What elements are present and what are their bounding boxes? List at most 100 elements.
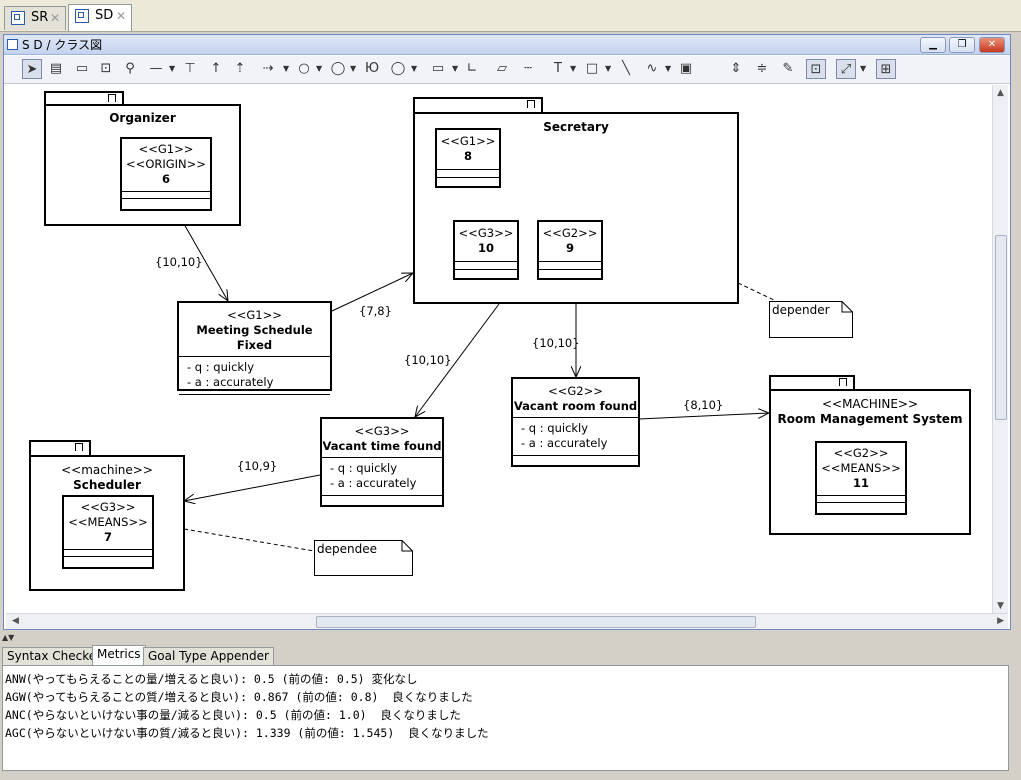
rectangle-tool-icon[interactable]: □ (585, 61, 599, 76)
dropdown-arrow-icon[interactable]: ▼ (665, 64, 672, 73)
dropdown-arrow-icon[interactable]: ▼ (860, 64, 867, 73)
class-meeting-schedule-fixed[interactable]: <<G1>> Meeting Schedule Fixed - q : quic… (177, 301, 332, 395)
class-stereotype: <<G1>> (138, 142, 194, 156)
package-icon (75, 443, 83, 451)
edge-vtf-scheduler[interactable] (184, 474, 321, 501)
tab-syntax-checker[interactable]: Syntax Checker (2, 647, 107, 666)
scroll-right-icon[interactable]: ▶ (997, 616, 1004, 626)
scroll-left-icon[interactable]: ◀ (12, 616, 19, 626)
close-window-button[interactable]: ✕ (979, 37, 1005, 53)
snap-icon[interactable]: ⊡ (806, 59, 826, 79)
corner-tool-icon[interactable]: ∟ (466, 61, 478, 76)
node-tool-icon[interactable]: Ю (364, 61, 380, 76)
dropdown-arrow-icon[interactable]: ▼ (316, 64, 323, 73)
metrics-output[interactable]: ANW(やってもらえることの量/増えると良い): 0.5 (前の値: 0.5) … (2, 665, 1009, 771)
note-text: depender (772, 303, 830, 317)
panel-splitter[interactable]: ▲▼ (2, 633, 14, 642)
note-tool-icon[interactable]: ▱ (497, 61, 507, 76)
tab-metrics[interactable]: Metrics (92, 645, 146, 666)
class-9[interactable]: <<G2>> 9 (537, 220, 603, 280)
freehand-tool-icon[interactable]: ∿ (646, 61, 658, 76)
dropdown-arrow-icon[interactable]: ▼ (452, 64, 459, 73)
pin-icon[interactable]: ✎ (782, 61, 794, 76)
realization-tool-icon[interactable]: ⇢ (262, 61, 274, 76)
edge-organizer-msf[interactable] (183, 223, 228, 301)
vertical-scrollbar[interactable]: ▲ ▼ (992, 85, 1008, 613)
vertical-scroll-thumb[interactable] (995, 235, 1007, 420)
tab-sr[interactable]: SR ✕ (4, 6, 66, 30)
ellipse-tool-icon[interactable]: ◯ (330, 61, 346, 76)
class-attribute: - q : quickly (330, 461, 398, 475)
edge-vrf-room[interactable] (638, 413, 769, 420)
editor-tab-bar: SR ✕ SD ✕ (0, 0, 1021, 32)
dropdown-arrow-icon[interactable]: ▼ (169, 64, 176, 73)
note-depender[interactable]: depender (769, 301, 853, 338)
package-icon (527, 100, 535, 108)
note-link-dependee[interactable] (183, 528, 315, 552)
class-11[interactable]: <<G2>> <<MEANS>> 11 (815, 441, 907, 515)
composition-tool-icon[interactable]: ⊤ (184, 61, 196, 76)
package-secretary[interactable]: Secretary <<G1>> 8 <<G3>> 10 <<G2>> 9 (413, 112, 739, 304)
dropdown-arrow-icon[interactable]: ▼ (283, 64, 290, 73)
pin-tool-icon[interactable]: ⚲ (125, 61, 135, 76)
fit-horizontal-icon[interactable]: ≑ (756, 61, 768, 76)
metric-line: ANC(やらないといけない事の量/減ると良い): 0.5 (前の値: 1.0) … (5, 708, 461, 722)
link-style-icon[interactable]: ⤢ (836, 59, 856, 79)
note-link-depender[interactable] (737, 282, 777, 302)
class-compartment (122, 191, 210, 198)
tab-sd[interactable]: SD ✕ (68, 4, 132, 31)
edge-msf-secretary[interactable] (331, 273, 413, 312)
horizontal-scrollbar[interactable]: ◀ ▶ (6, 613, 1008, 629)
minimize-button[interactable]: ▁ (920, 37, 946, 53)
association-tool-icon[interactable]: — (149, 61, 163, 76)
class-attribute: - a : accurately (521, 436, 608, 450)
dropdown-arrow-icon[interactable]: ▼ (605, 64, 612, 73)
class-6[interactable]: <<G1>> <<ORIGIN>> 6 (120, 137, 212, 211)
package-organizer[interactable]: Organizer <<G1>> <<ORIGIN>> 6 (44, 104, 241, 226)
class-vacant-room-found[interactable]: <<G2>> Vacant room found - q : quickly -… (511, 377, 640, 467)
class-compartment (817, 495, 905, 502)
scroll-up-icon[interactable]: ▲ (997, 88, 1004, 98)
dropdown-arrow-icon[interactable]: ▼ (570, 64, 577, 73)
line-tool-icon[interactable]: ╲ (622, 61, 630, 76)
scroll-down-icon[interactable]: ▼ (997, 601, 1004, 611)
class-stereotype: <<MEANS>> (68, 515, 148, 529)
class-vacant-time-found[interactable]: <<G3>> Vacant time found - q : quickly -… (320, 417, 444, 507)
class-stereotype: <<G2>> (542, 226, 598, 240)
class-tool-icon[interactable]: ▤ (49, 61, 63, 76)
circle-tool-icon[interactable]: ◯ (390, 61, 406, 76)
collapse-down-icon[interactable]: ▼ (8, 633, 15, 642)
close-icon[interactable]: ✕ (115, 9, 126, 23)
restore-button[interactable]: ❐ (949, 37, 975, 53)
diagram-icon (11, 11, 25, 25)
ellipse-small-tool-icon[interactable]: ○ (298, 61, 310, 76)
note-link-tool-icon[interactable]: ┄ (524, 61, 532, 76)
bar-tool-icon[interactable]: ▭ (431, 61, 445, 76)
horizontal-scroll-thumb[interactable] (316, 616, 756, 628)
tab-goal-type-appender[interactable]: Goal Type Appender (143, 647, 274, 666)
class-7[interactable]: <<G3>> <<MEANS>> 7 (62, 495, 154, 569)
edge-secretary-vtf[interactable] (415, 303, 500, 417)
class-8[interactable]: <<G1>> 8 (435, 128, 501, 188)
class-attributes: - q : quickly - a : accurately (322, 457, 442, 491)
diagram-canvas[interactable]: Organizer <<G1>> <<ORIGIN>> 6 Secretary … (6, 85, 990, 613)
image-tool-icon[interactable]: ▣ (679, 61, 693, 76)
collapse-up-icon[interactable]: ▲ (2, 633, 9, 642)
generalization-tool-icon[interactable]: ↑ (210, 61, 222, 76)
note-dependee[interactable]: dependee (314, 540, 413, 576)
layout-icon[interactable]: ⊞ (876, 59, 896, 79)
close-icon[interactable]: ✕ (49, 11, 60, 25)
package-tool-icon[interactable]: ▭ (75, 61, 89, 76)
package-room-management-system[interactable]: <<MACHINE>> Room Management System <<G2>… (769, 389, 971, 535)
select-tool-icon[interactable]: ➤ (22, 59, 42, 79)
text-tool-icon[interactable]: T (554, 61, 562, 76)
fit-vertical-icon[interactable]: ⇕ (730, 61, 742, 76)
package-name: Secretary (543, 120, 609, 134)
note-shape (769, 301, 853, 338)
subsystem-tool-icon[interactable]: ⊡ (100, 61, 112, 76)
dependency-tool-icon[interactable]: ⇡ (234, 61, 246, 76)
class-10[interactable]: <<G3>> 10 (453, 220, 519, 280)
dropdown-arrow-icon[interactable]: ▼ (350, 64, 357, 73)
package-scheduler[interactable]: <<machine>> Scheduler <<G3>> <<MEANS>> 7 (29, 455, 185, 591)
dropdown-arrow-icon[interactable]: ▼ (411, 64, 418, 73)
